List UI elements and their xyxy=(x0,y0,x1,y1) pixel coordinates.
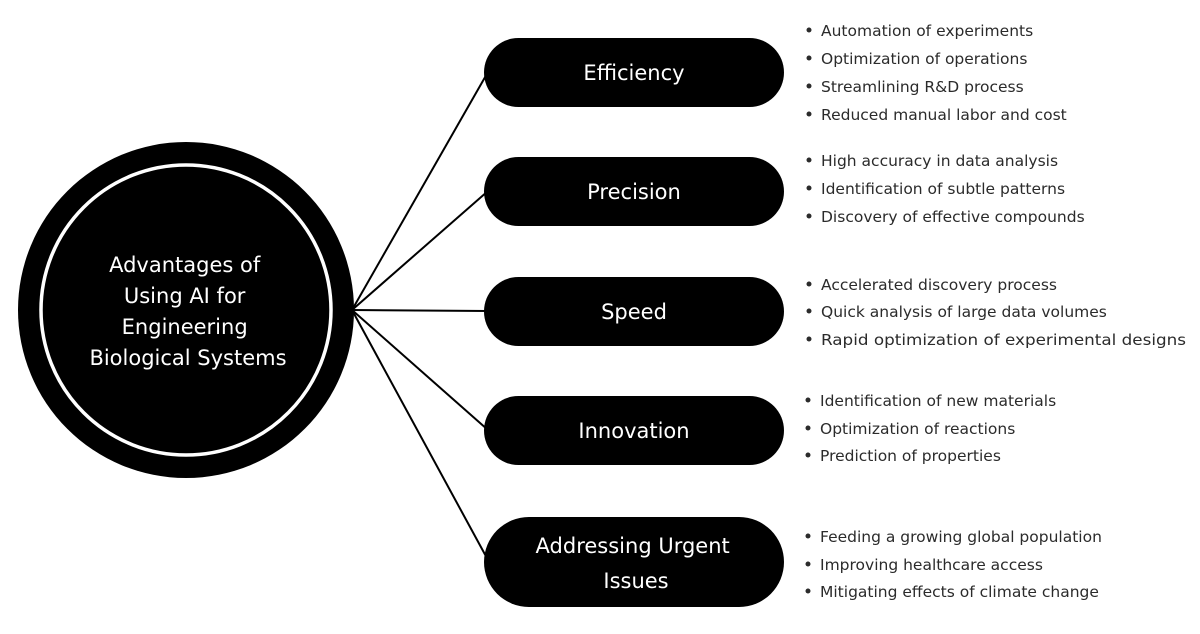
branch-speed: Speed Accelerated discovery process Quic… xyxy=(484,276,1186,349)
branch-title-line: Addressing Urgent xyxy=(536,534,730,558)
bullet-dot xyxy=(806,308,812,314)
branch-title-line: Issues xyxy=(603,569,668,593)
bullet-point: Optimization of operations xyxy=(821,50,1027,68)
bullet-point: Improving healthcare access xyxy=(820,556,1043,574)
branch-title-line: Precision xyxy=(587,180,681,204)
branch-innovation: Innovation Identification of new materia… xyxy=(484,392,1056,465)
branch-addressing-urgent-issues: Addressing Urgent Issues Feeding a growi… xyxy=(484,517,1102,607)
bullet-point: Identification of subtle patterns xyxy=(821,180,1065,198)
connector-line xyxy=(351,190,489,311)
branch-title: Efficiency xyxy=(583,61,684,85)
branch-title: Precision xyxy=(587,180,681,204)
bullet-dot xyxy=(806,27,812,33)
connector-line xyxy=(351,309,489,561)
branch-efficiency: Efficiency Automation of experiments Opt… xyxy=(484,22,1067,124)
bullet-dot xyxy=(806,55,812,61)
bullet-dot xyxy=(806,111,812,117)
bullet-point: Identification of new materials xyxy=(820,392,1056,410)
central-circle xyxy=(18,142,354,478)
branch-points: Feeding a growing global population Impr… xyxy=(805,528,1102,601)
connector-line xyxy=(351,309,489,431)
connector-line xyxy=(351,309,489,312)
bullet-point: Automation of experiments xyxy=(821,22,1033,40)
branch-title: Speed xyxy=(601,300,667,324)
branch-points: Accelerated discovery process Quick anal… xyxy=(806,276,1186,349)
bullet-dot xyxy=(805,588,811,594)
branch-points: Identification of new materials Optimiza… xyxy=(805,392,1056,465)
branch-pill xyxy=(484,157,784,226)
connector-line xyxy=(351,71,489,311)
central-title-line: Biological Systems xyxy=(89,346,286,370)
bullet-point: Optimization of reactions xyxy=(820,420,1015,438)
branch-title: Addressing Urgent Issues xyxy=(536,534,737,593)
branch-pill xyxy=(484,38,784,107)
bullet-point: Streamlining R&D process xyxy=(821,78,1024,96)
bullet-point: Discovery of effective compounds xyxy=(821,208,1085,226)
bullet-dot xyxy=(806,185,812,191)
bullet-point: Feeding a growing global population xyxy=(820,528,1102,546)
branch-title-line: Speed xyxy=(601,300,667,324)
bullet-point: Rapid optimization of experimental desig… xyxy=(821,331,1186,349)
bullet-point: Prediction of properties xyxy=(820,447,1001,465)
bullet-point: Accelerated discovery process xyxy=(821,276,1057,294)
branch-precision: Precision High accuracy in data analysis… xyxy=(484,152,1085,226)
bullet-dot xyxy=(806,157,812,163)
bullet-point: Quick analysis of large data volumes xyxy=(821,303,1107,321)
bullet-point: Reduced manual labor and cost xyxy=(821,106,1067,124)
connector-lines xyxy=(351,71,489,561)
branch-pill xyxy=(484,277,784,346)
branch-title: Innovation xyxy=(578,419,689,443)
central-title: Advantages of Using AI for Engineering B… xyxy=(89,253,286,370)
bullet-dot xyxy=(806,83,812,89)
central-title-line: Using AI for xyxy=(124,284,246,308)
bullet-dot xyxy=(806,213,812,219)
bullet-point: Mitigating effects of climate change xyxy=(820,583,1099,601)
branch-title-line: Efficiency xyxy=(583,61,684,85)
central-title-line: Advantages of xyxy=(109,253,261,277)
central-node: Advantages of Using AI for Engineering B… xyxy=(18,142,354,478)
bullet-dot xyxy=(805,397,811,403)
bullet-dot xyxy=(805,533,811,539)
bullet-dot xyxy=(806,336,812,342)
central-title-line: Engineering xyxy=(122,315,248,339)
branch-title-line: Innovation xyxy=(578,419,689,443)
bullet-point: High accuracy in data analysis xyxy=(821,152,1058,170)
bullet-dot xyxy=(805,425,811,431)
bullet-dot xyxy=(805,561,811,567)
branch-pill xyxy=(484,396,784,465)
branch-pill xyxy=(484,517,784,607)
bullet-dot xyxy=(805,452,811,458)
central-circle-ring xyxy=(39,163,333,457)
branch-points: High accuracy in data analysis Identific… xyxy=(806,152,1085,226)
branch-points: Automation of experiments Optimization o… xyxy=(806,22,1067,124)
bullet-dot xyxy=(806,281,812,287)
